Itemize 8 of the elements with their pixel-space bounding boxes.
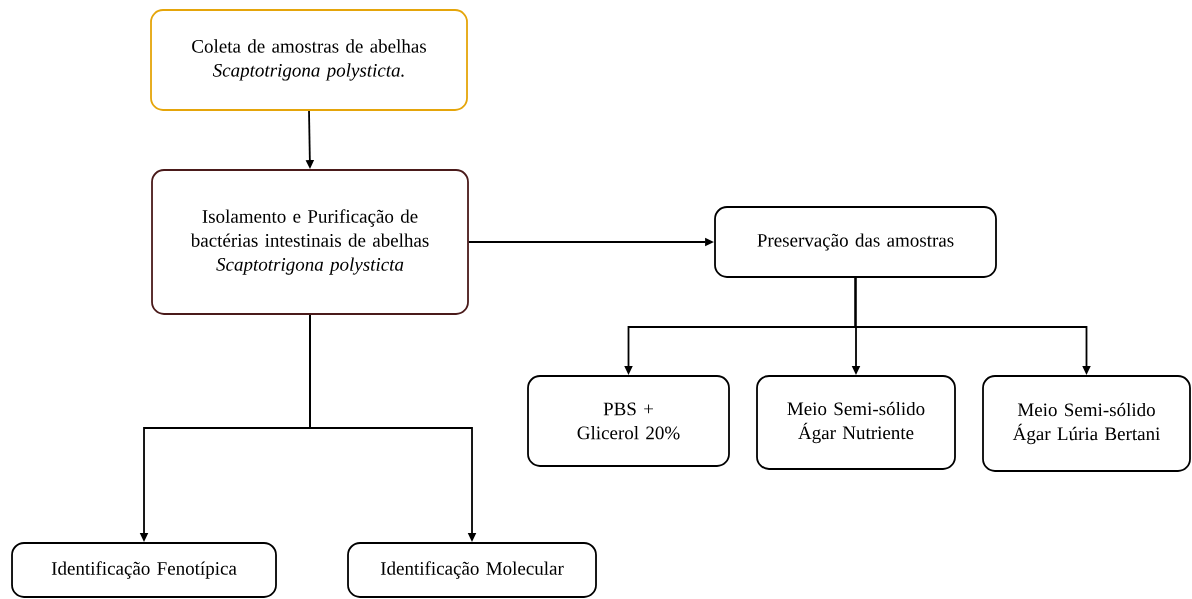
process-box: Coleta de amostras de abelhas Scaptotrigona polysticta.	[150, 9, 468, 111]
process-box: Identificação Fenotípica	[11, 542, 277, 598]
process-box: PBS + Glicerol 20%	[527, 375, 730, 467]
process-box: Meio Semi-sólido Ágar Lúria Bertani	[982, 375, 1191, 472]
process-box: Preservação das amostras	[714, 206, 997, 278]
process-box: Meio Semi-sólido Ágar Nutriente	[756, 375, 956, 470]
process-box: Identificação Molecular	[347, 542, 597, 598]
process-box: Isolamento e Purificação de bactérias intestinais de abelhas Scaptotrigona polysticta	[151, 169, 469, 315]
